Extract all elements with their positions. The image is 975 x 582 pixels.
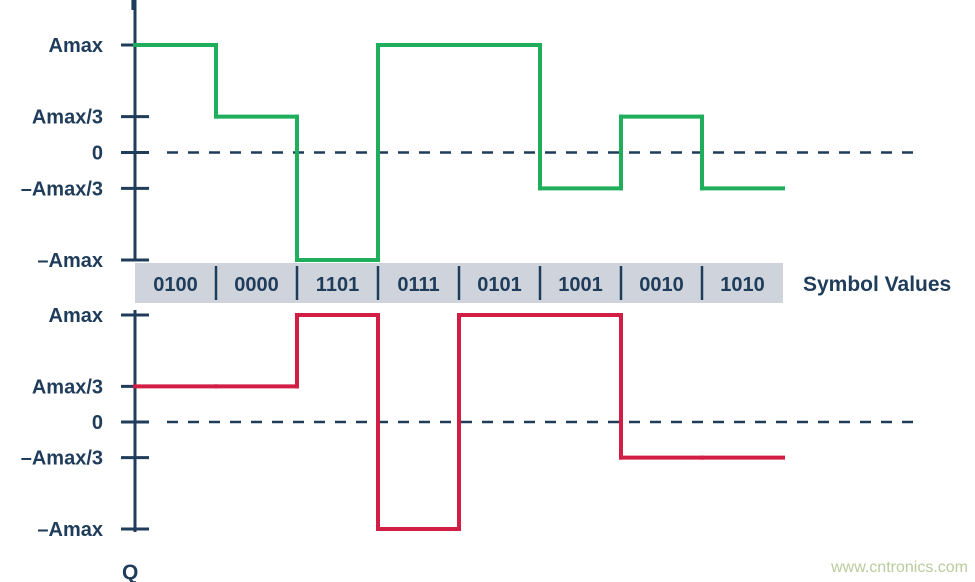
q-axis-label: Q bbox=[122, 561, 138, 582]
symbol-label: 0111 bbox=[397, 274, 439, 296]
q-y-tick-label: –Amax/3 bbox=[21, 448, 103, 470]
symbol-label: 0000 bbox=[234, 274, 279, 296]
i-y-tick-label: Amax bbox=[49, 35, 103, 57]
i-axis-label: I bbox=[130, 0, 136, 15]
symbol-band-labels: 0100 0000 1101 0111 0101 1001 0010 1010 bbox=[153, 266, 765, 300]
symbol-values-title: Symbol Values bbox=[803, 273, 951, 296]
i-y-tick-label: 0 bbox=[92, 143, 103, 165]
symbol-label: 0010 bbox=[639, 274, 684, 296]
q-y-tick-label: –Amax bbox=[37, 519, 103, 541]
symbol-label: 1101 bbox=[316, 274, 359, 296]
symbol-label: 0100 bbox=[153, 274, 198, 296]
symbol-label: 0101 bbox=[477, 274, 522, 296]
i-y-tick-label: –Amax/3 bbox=[21, 178, 103, 200]
q-y-tick-label: 0 bbox=[92, 412, 103, 434]
i-y-tick-label: Amax/3 bbox=[32, 107, 103, 129]
i-y-tick-label: –Amax bbox=[37, 250, 103, 272]
symbol-label: 1001 bbox=[558, 274, 603, 296]
watermark-text: www.cntronics.com bbox=[830, 559, 968, 576]
q-y-tick-label: Amax bbox=[49, 305, 103, 327]
q-y-tick-label: Amax/3 bbox=[32, 376, 103, 398]
symbol-label: 1010 bbox=[720, 274, 765, 296]
